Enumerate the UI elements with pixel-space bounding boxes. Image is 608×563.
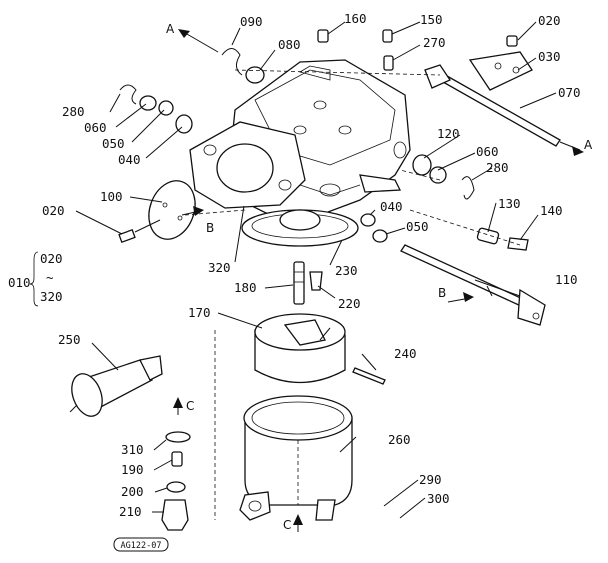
direction-arrows [173,29,584,532]
label-170: 170 [188,305,211,320]
label-190: 190 [121,462,144,477]
arrow-label-b-left: B [206,221,214,235]
arrow-label-a-top: A [166,22,175,36]
label-050-right: 050 [406,219,429,234]
float-bowl [239,395,353,521]
label-210: 210 [119,504,142,519]
leader-lines [75,21,557,519]
label-160: 160 [344,11,367,26]
intake-flange [189,121,306,209]
left-hardware [119,84,193,134]
label-130: 130 [498,196,521,211]
choke-plate [118,180,196,243]
float [254,313,346,384]
float-pin [352,367,386,385]
label-110: 110 [555,272,578,287]
label-280-right: 280 [486,160,509,175]
label-080: 080 [278,37,301,52]
label-020-top: 020 [538,13,561,28]
figure-code-text: AG122-07 [121,541,162,551]
label-230: 230 [335,263,358,278]
label-120: 120 [437,126,460,141]
arrow-label-c-left: C [186,399,194,413]
label-140: 140 [540,203,563,218]
label-060-left: 060 [84,120,107,135]
needle-valve [293,261,323,305]
gasket [241,209,359,247]
label-020-range: 020 [40,251,63,266]
label-320-range: 320 [40,289,63,304]
label-200: 200 [121,484,144,499]
figure-code-badge: AG122-07 [113,537,169,552]
label-100: 100 [100,189,123,204]
label-150: 150 [420,12,443,27]
label-270: 270 [423,35,446,50]
label-010: 010 [8,275,31,290]
drain-assembly [161,431,191,531]
label-060-right: 060 [476,144,499,159]
choke-shaft [424,51,561,147]
label-220: 220 [338,296,361,311]
label-180: 180 [234,280,257,295]
label-290: 290 [419,472,442,487]
arrow-label-a-right: A [584,138,593,152]
label-320-main: 320 [208,260,231,275]
label-030: 030 [538,49,561,64]
label-250: 250 [58,332,81,347]
label-300: 300 [427,491,450,506]
fuel-solenoid [69,355,163,417]
label-240: 240 [394,346,417,361]
label-070: 070 [558,85,581,100]
label-040-left: 040 [118,152,141,167]
arrow-label-b-right: B [438,286,446,300]
label-280-left: 280 [62,104,85,119]
top-screws [221,29,518,84]
label-050-left: 050 [102,136,125,151]
label-090: 090 [240,14,263,29]
label-range-tilde: ~ [46,270,54,285]
label-260: 260 [388,432,411,447]
label-040-right: 040 [380,199,403,214]
label-310: 310 [121,442,144,457]
range-bracket [29,251,39,307]
arrow-label-c-bottom: C [283,518,291,532]
throttle-shaft [400,244,546,326]
label-020-left: 020 [42,203,65,218]
